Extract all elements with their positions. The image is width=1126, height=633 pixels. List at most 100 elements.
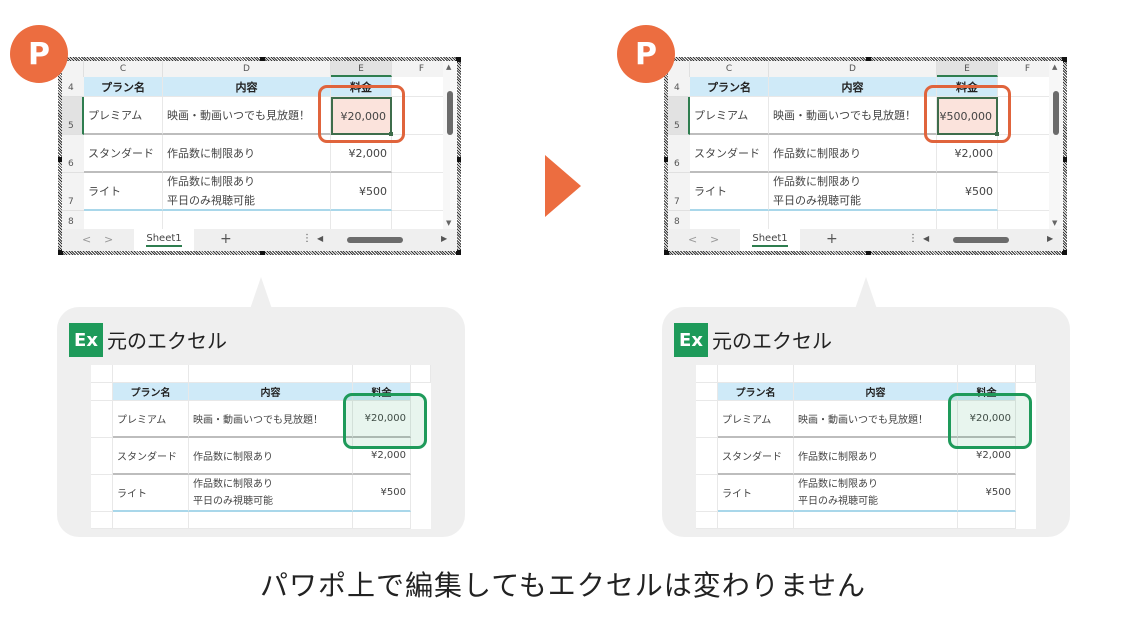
cell-plan[interactable]: スタンダード [690,135,769,173]
original-excel-bubble-right: Ex 元のエクセル プラン名 内容 料金 プレミアム 映画・動画いつでも見放題！… [662,277,1070,537]
row-header-4[interactable]: 4 [62,77,84,97]
cell-price: ¥500 [353,475,411,512]
cell-price[interactable]: ¥500 [331,173,392,211]
sheet-tab-bar: < > Sheet1 + ⋮ ◀ ▶ [668,229,1063,251]
cell-content[interactable]: 作品数に制限あり [163,135,331,173]
cell-content: 作品数に制限あり [794,438,958,475]
row-header-6[interactable]: 6 [668,135,690,173]
vertical-scroll-thumb[interactable] [447,91,453,135]
add-sheet-button[interactable]: + [826,231,838,247]
column-header-c[interactable]: C [690,61,769,77]
arrow-right-icon [545,155,581,217]
highlight-changed-cell-after [924,85,1011,143]
cell-content: 映画・動画いつでも見放題！ [794,401,958,438]
sheet-tab-bar: < > Sheet1 + ⋮ ◀ ▶ [62,229,457,251]
scroll-left-icon[interactable]: ◀ [923,234,930,243]
cell-price[interactable]: ¥2,000 [937,135,998,173]
caption: パワポ上で編集してもエクセルは変わりません [260,569,866,602]
row-header-7[interactable]: 7 [668,173,690,211]
excel-badge: Ex [674,323,708,357]
vertical-scroll-thumb[interactable] [1053,91,1059,135]
cell-plan: スタンダード [113,438,189,475]
column-header-c[interactable]: C [84,61,163,77]
cell-plan: スタンダード [718,438,794,475]
column-header-e[interactable]: E [937,61,998,77]
cell-plan[interactable]: ライト [690,173,769,211]
content-line: 作品数に制限あり [193,478,273,490]
header-content: 内容 [794,383,958,401]
add-sheet-button[interactable]: + [220,231,232,247]
header-plan-name[interactable]: プラン名 [690,77,769,97]
header-plan-name: プラン名 [718,383,794,401]
scroll-right-icon[interactable]: ▶ [1047,234,1054,243]
cell-content[interactable]: 映画・動画いつでも見放題！ [769,97,937,135]
content-line: 平日のみ視聴可能 [167,194,255,207]
fill-handle[interactable] [995,132,999,136]
column-header-d[interactable]: D [769,61,937,77]
row-header-5[interactable]: 5 [62,97,84,135]
fill-handle[interactable] [389,132,393,136]
row-header-4[interactable]: 4 [668,77,690,97]
content-line: 作品数に制限あり [798,478,878,490]
next-sheet-button[interactable]: > [710,233,720,246]
column-header-f[interactable]: F [392,61,443,77]
row-header-6[interactable]: 6 [62,135,84,173]
cell-price: ¥2,000 [958,438,1016,475]
embedded-excel-after[interactable]: C D E F 4 5 6 7 8 プラン名 内容 料金 プレミアム 映画・動画… [664,57,1067,255]
more-options-icon[interactable]: ⋮ [302,233,312,244]
more-options-icon[interactable]: ⋮ [908,233,918,244]
cell-content: 作品数に制限あり 平日のみ視聴可能 [794,475,958,512]
embedded-excel-before[interactable]: C D E F 4 5 6 7 8 プラン名 内容 料金 プレミアム 映画・動画… [58,57,461,255]
scroll-left-icon[interactable]: ◀ [317,234,324,243]
cell-price: ¥20,000 [958,401,1016,438]
highlight-original-cell [343,393,427,449]
cell-plan: プレミアム [718,401,794,438]
header-content[interactable]: 内容 [163,77,331,97]
column-header-e[interactable]: E [331,61,392,77]
row-header-5[interactable]: 5 [668,97,690,135]
selected-price-cell[interactable]: ¥500,000 [937,97,999,136]
content-line: 平日のみ視聴可能 [798,495,878,507]
sheet-tab-sheet1[interactable]: Sheet1 [134,229,194,251]
cell-content[interactable]: 作品数に制限あり [769,135,937,173]
row-header-8[interactable]: 8 [62,211,84,229]
cell-content[interactable]: 作品数に制限あり 平日のみ視聴可能 [163,173,331,211]
content-line: 平日のみ視聴可能 [193,495,273,507]
cell-plan: ライト [718,475,794,512]
next-sheet-button[interactable]: > [104,233,114,246]
cell-plan[interactable]: プレミアム [84,97,163,135]
cell-price[interactable]: ¥2,000 [331,135,392,173]
column-header-d[interactable]: D [163,61,331,77]
header-plan-name[interactable]: プラン名 [84,77,163,97]
selected-price-cell[interactable]: ¥20,000 [331,97,393,136]
content-line: 作品数に制限あり [773,175,861,188]
column-header-f[interactable]: F [998,61,1049,77]
row-header-8[interactable]: 8 [668,211,690,229]
row-header-7[interactable]: 7 [62,173,84,211]
cell-price: ¥500 [958,475,1016,512]
cell-content[interactable]: 作品数に制限あり 平日のみ視聴可能 [769,173,937,211]
header-content[interactable]: 内容 [769,77,937,97]
powerpoint-badge-right: P [617,25,675,83]
cell-plan[interactable]: スタンダード [84,135,163,173]
original-excel-bubble-left: Ex 元のエクセル プラン名 内容 料金 プレミアム 映画・動画いつでも見放題！… [57,277,465,537]
bubble-title: 元のエクセル [712,329,832,353]
horizontal-scroll-thumb[interactable] [953,237,1009,243]
content-line: 平日のみ視聴可能 [773,194,861,207]
cell-price[interactable]: ¥500 [937,173,998,211]
scroll-right-icon[interactable]: ▶ [441,234,448,243]
prev-sheet-button[interactable]: < [82,233,92,246]
cell-content: 作品数に制限あり 平日のみ視聴可能 [189,475,353,512]
highlight-changed-cell-before [318,85,405,143]
horizontal-scroll-thumb[interactable] [347,237,403,243]
cell-plan[interactable]: プレミアム [690,97,769,135]
vertical-scrollbar[interactable]: ▲ ▼ [443,61,457,229]
sheet-tab-sheet1[interactable]: Sheet1 [740,229,800,251]
cell-plan: プレミアム [113,401,189,438]
prev-sheet-button[interactable]: < [688,233,698,246]
vertical-scrollbar[interactable]: ▲ ▼ [1049,61,1063,229]
cell-content[interactable]: 映画・動画いつでも見放題！ [163,97,331,135]
cell-content: 作品数に制限あり [189,438,353,475]
cell-price: ¥20,000 [353,401,411,438]
cell-plan[interactable]: ライト [84,173,163,211]
